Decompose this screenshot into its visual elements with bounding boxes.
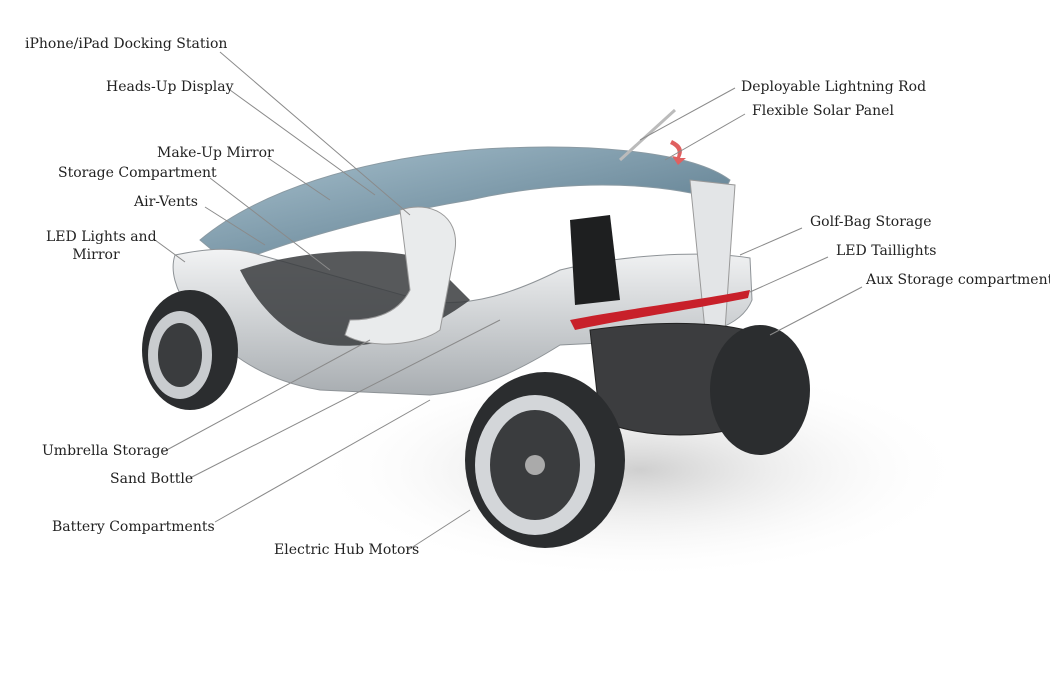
leader-taillights: [749, 256, 829, 293]
label-electric-hub-motors: Electric Hub Motors: [274, 542, 420, 558]
leader-docking: [219, 51, 411, 216]
label-led-lights: LED Lights and Mirror: [46, 228, 157, 264]
label-led-line1: LED Lights and: [46, 229, 157, 245]
label-led-line2: Mirror: [72, 247, 120, 263]
label-storage-compartment: Storage Compartment: [58, 165, 217, 181]
lightning-rod: [618, 108, 677, 162]
leader-aux: [769, 286, 863, 336]
leader-umbrella: [162, 339, 371, 453]
label-golf-bag-storage: Golf-Bag Storage: [810, 214, 932, 230]
leader-mirror: [267, 157, 331, 201]
label-battery-compartments: Battery Compartments: [52, 519, 215, 535]
seat: [344, 206, 457, 345]
label-solar-panel: Flexible Solar Panel: [752, 103, 894, 119]
leader-motors: [407, 509, 471, 551]
solar-panel-canopy: [199, 146, 731, 266]
leader-storage: [209, 177, 331, 271]
taillight: [570, 290, 750, 330]
label-air-vents: Air-Vents: [134, 194, 198, 210]
label-sand-bottle: Sand Bottle: [110, 471, 194, 487]
label-heads-up-display: Heads-Up Display: [106, 79, 234, 95]
leader-sand: [189, 319, 501, 479]
rear-left-wheel: [465, 372, 625, 548]
label-umbrella-storage: Umbrella Storage: [42, 443, 169, 459]
leader-led: [154, 239, 186, 263]
leader-golfbag: [739, 227, 803, 256]
label-aux-storage: Aux Storage compartment: [866, 272, 1050, 288]
golf-bag: [570, 215, 620, 305]
label-led-taillights: LED Taillights: [836, 243, 937, 259]
label-lightning-rod: Deployable Lightning Rod: [741, 79, 927, 95]
leader-solar: [664, 113, 746, 161]
leader-lines: [154, 51, 863, 551]
label-docking-station: iPhone/iPad Docking Station: [25, 36, 228, 52]
leader-hud: [229, 89, 376, 196]
label-make-up-mirror: Make-Up Mirror: [157, 145, 274, 161]
front-wheel: [142, 290, 238, 410]
leader-rod: [639, 87, 736, 141]
leader-battery: [214, 399, 431, 523]
leader-vents: [204, 206, 266, 246]
rear-right-wheel: [710, 325, 810, 455]
